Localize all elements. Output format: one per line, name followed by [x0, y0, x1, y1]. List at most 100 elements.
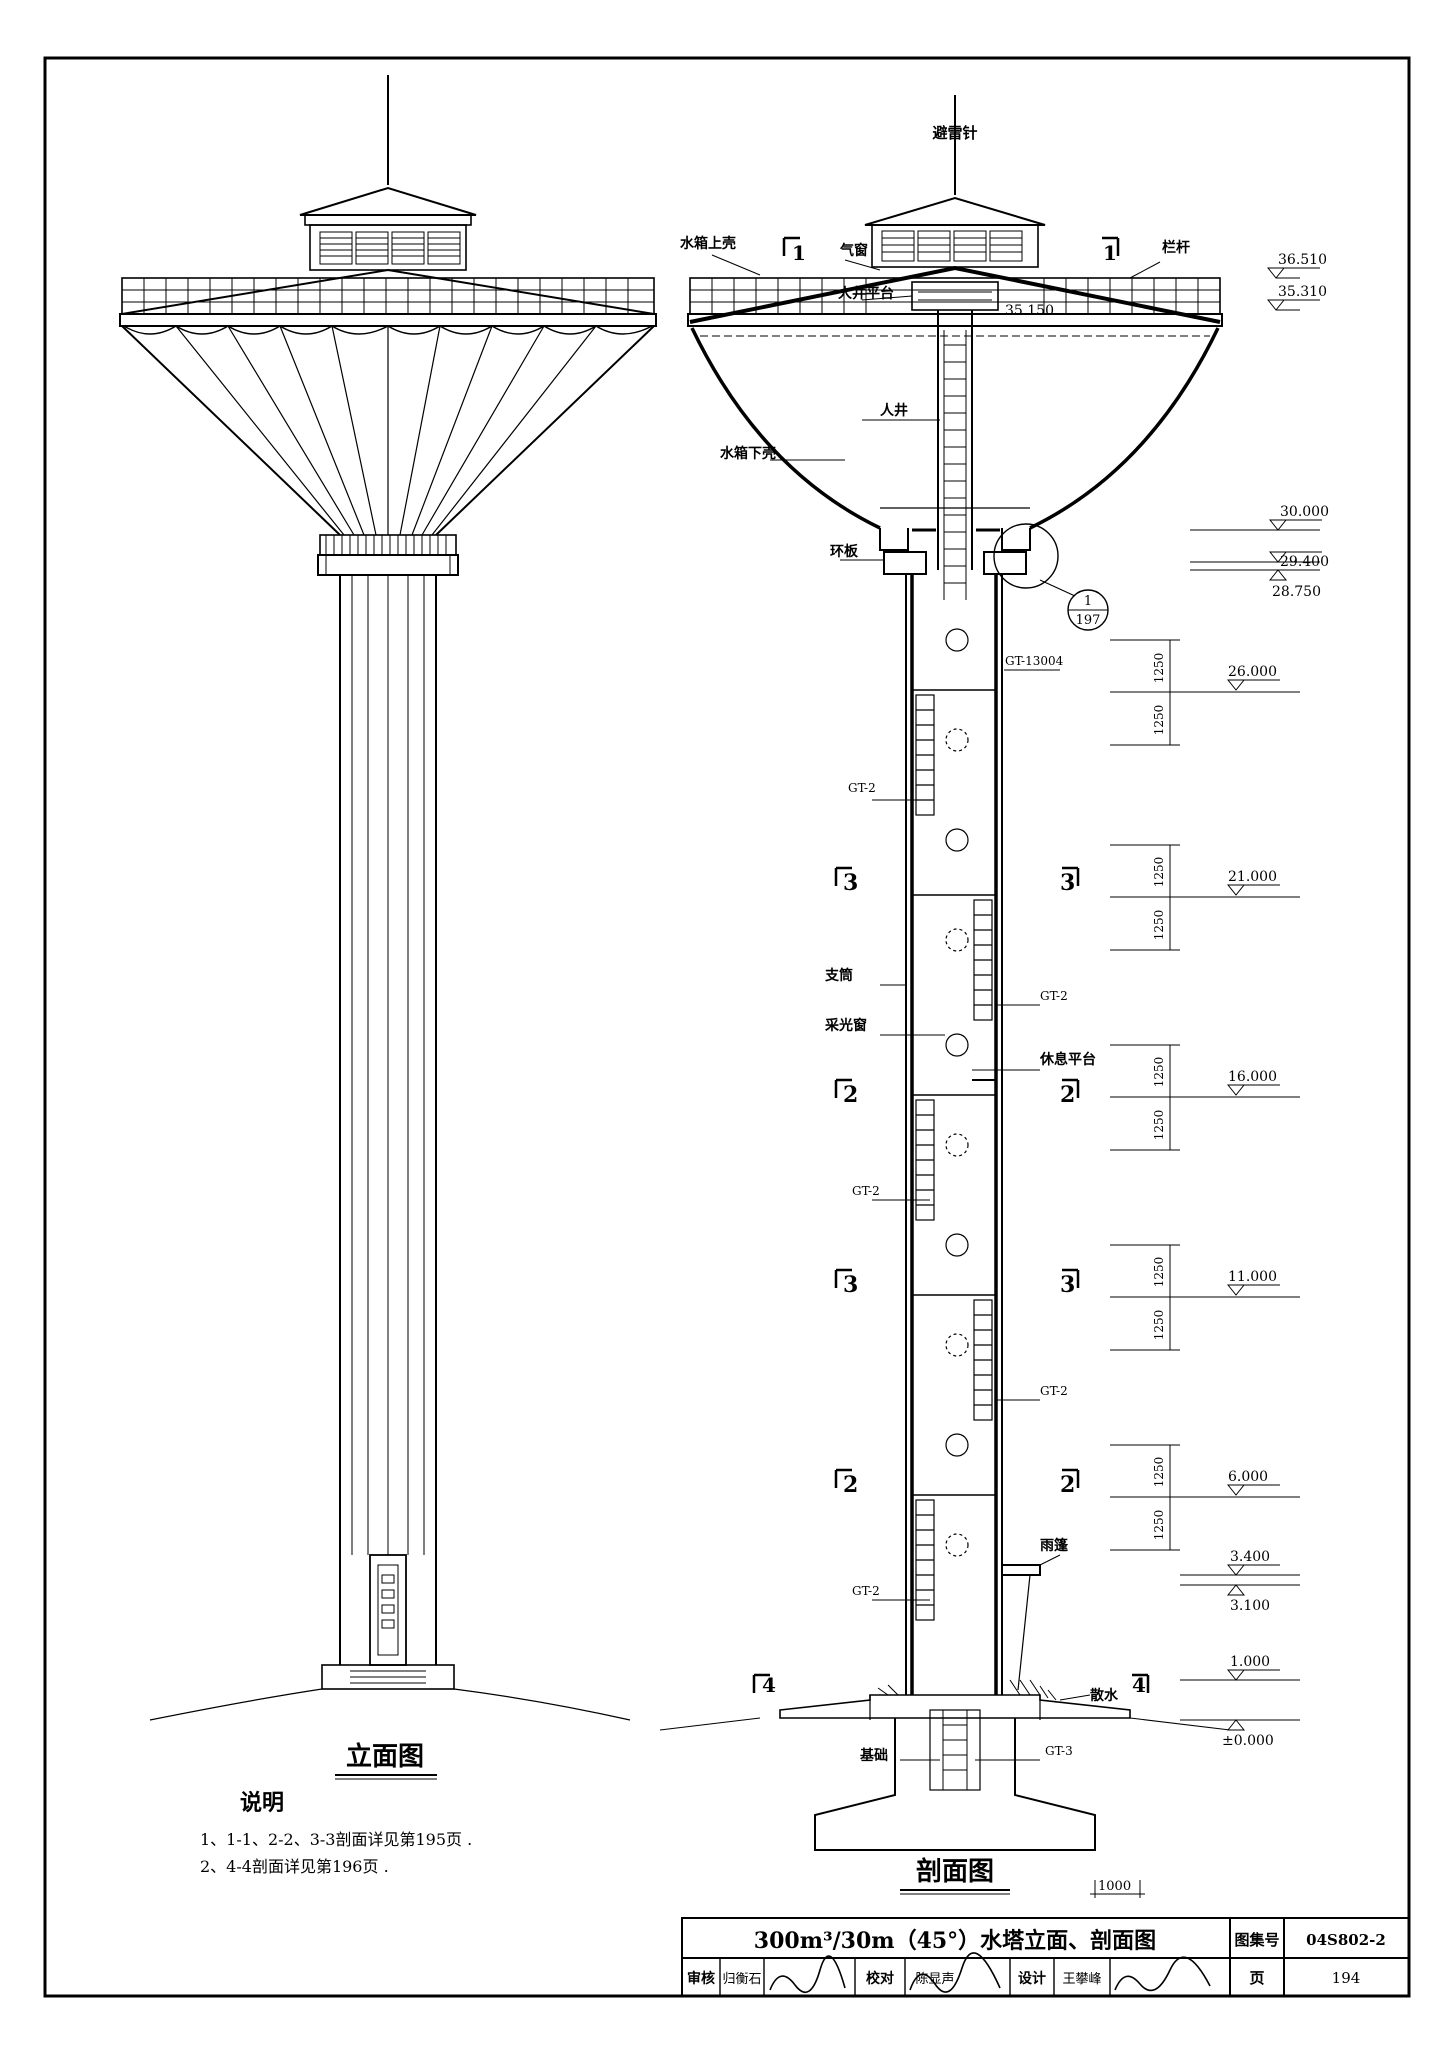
- ladder-gt2-c: GT-2: [852, 1184, 880, 1198]
- note-2: 2、4-4剖面详见第196页 .: [200, 1857, 389, 1876]
- level-36510: 36.510: [1278, 252, 1327, 268]
- cut-2a-left: 2: [843, 1082, 858, 1108]
- ladder-gt2-d: GT-2: [1040, 1384, 1068, 1398]
- cut-4-right: 4: [1132, 1673, 1146, 1697]
- label-tank-upper-shell: 水箱上壳: [680, 235, 736, 252]
- dim-6: 1250: [1152, 1110, 1166, 1141]
- lower-cone: [121, 325, 655, 536]
- cut-2b-right: 2: [1060, 1472, 1075, 1498]
- lantern-louvers: [319, 231, 461, 265]
- title-block: [681, 1917, 1410, 1997]
- atlas-number: 04S802-2: [1306, 1931, 1386, 1949]
- level-texts: 36.510 35.310 30.000 29.400 28.750 26.00…: [1222, 252, 1329, 1749]
- detail-reference: 1 197: [1039, 579, 1109, 631]
- scale-bar: [1090, 1880, 1145, 1898]
- label-ring-plate: 环板: [830, 543, 859, 560]
- note-1: 1、1-1、2-2、3-3剖面详见第195页 .: [200, 1830, 472, 1849]
- section-labels: 避雷针 水箱上壳 气窗 栏杆 人井平台 人井 水箱下壳 环板 支筒 采光窗 休息…: [680, 124, 1190, 1764]
- atlas-label: 图集号: [1234, 1931, 1279, 1949]
- label-manhole-platform: 人井平台: [838, 285, 894, 302]
- label-vent-window: 气窗: [839, 242, 868, 259]
- level-3100: 3.100: [1230, 1598, 1270, 1614]
- level-16000: 16.000: [1228, 1069, 1277, 1085]
- cut-1-right: 1: [1103, 241, 1117, 265]
- railing: [121, 277, 655, 315]
- ladder-gt2-e: GT-2: [852, 1584, 880, 1598]
- level-6000: 6.000: [1228, 1469, 1268, 1485]
- dim-4: 1250: [1152, 910, 1166, 941]
- ring-plate-elev: [317, 554, 459, 576]
- label-tank-lower-shell: 水箱下壳: [720, 445, 776, 462]
- label-foundation: 基础: [860, 1747, 888, 1764]
- signatures: [769, 1952, 1211, 1994]
- label-lighting-window: 采光窗: [824, 1017, 867, 1034]
- detail-num: 1: [1084, 594, 1092, 609]
- cut-1-left: 1: [792, 241, 806, 265]
- elevation-view: [119, 75, 657, 1721]
- signature-checker: [909, 1952, 1001, 1993]
- cut-marks: [752, 236, 1150, 1693]
- level-29400: 29.400: [1280, 554, 1329, 570]
- signature-designer: [1114, 1956, 1211, 1992]
- base-steps: [321, 1664, 455, 1690]
- ladder-gt2-a: GT-2: [848, 781, 876, 795]
- dim-2: 1250: [1152, 705, 1166, 736]
- cut-3a-right: 3: [1060, 870, 1075, 896]
- level-1000: 1.000: [1230, 1654, 1270, 1670]
- leader-lines: [711, 254, 1161, 1761]
- label-lightning-rod: 避雷针: [932, 124, 977, 142]
- level-marks: [1180, 267, 1322, 1731]
- dim-8: 1250: [1152, 1310, 1166, 1341]
- design-label: 设计: [1018, 1970, 1046, 1987]
- ladder-gt2-b: GT-2: [1040, 989, 1068, 1003]
- cut-2b-left: 2: [843, 1472, 858, 1498]
- door: [369, 1554, 407, 1666]
- cut-2a-right: 2: [1060, 1082, 1075, 1108]
- apron-hatch: [877, 1679, 1057, 1701]
- level-21000: 21.000: [1228, 869, 1277, 885]
- designer-name: 王攀峰: [1062, 1972, 1101, 1987]
- inner-level: 35.150: [1005, 303, 1054, 319]
- roof-eave: [304, 214, 472, 226]
- cut-3a-left: 3: [843, 870, 858, 896]
- dim-3: 1250: [1152, 857, 1166, 888]
- cut-4-left: 4: [762, 1673, 776, 1697]
- reviewer-name: 归衡石: [722, 1972, 761, 1987]
- level-28750: 28.750: [1272, 584, 1321, 600]
- section-view: [659, 95, 1231, 1851]
- upper-shell: [121, 268, 655, 315]
- label-rest-platform: 休息平台: [1039, 1051, 1096, 1068]
- dim-7: 1250: [1152, 1257, 1166, 1288]
- ladder-bottom: GT-3: [1045, 1744, 1073, 1758]
- sheet-border: [43, 56, 1411, 1998]
- dim-10: 1250: [1152, 1510, 1166, 1541]
- dimension-lines: [1110, 639, 1180, 1551]
- review-label: 审核: [687, 1970, 715, 1987]
- scale-bar-label: 1000: [1098, 1879, 1131, 1894]
- label-apron: 散水: [1090, 1687, 1119, 1704]
- shaft: [339, 575, 437, 1555]
- dimension-texts: 1250 1250 1250 1250 1250 1250 1250 1250 …: [1152, 653, 1166, 1541]
- drawing-title: 300m³/30m（45°）水塔立面、剖面图: [754, 1928, 1156, 1954]
- cut-3b-left: 3: [843, 1272, 858, 1298]
- dim-1: 1250: [1152, 653, 1166, 684]
- label-railing: 栏杆: [1162, 239, 1190, 256]
- dim-9: 1250: [1152, 1457, 1166, 1488]
- ground-line: [149, 1688, 631, 1721]
- section-caption: 剖面图: [916, 1856, 994, 1887]
- detail-page: 197: [1076, 613, 1101, 628]
- signature-reviewer: [769, 1955, 846, 1994]
- roof: [299, 186, 477, 216]
- notes-title: 说明: [240, 1790, 284, 1816]
- ladder-codes: GT-13004 GT-2 GT-2 GT-2 GT-2 GT-2 GT-3: [848, 654, 1073, 1758]
- check-label: 校对: [866, 1970, 894, 1987]
- level-0: ±0.000: [1222, 1733, 1274, 1749]
- level-35310: 35.310: [1278, 284, 1327, 300]
- label-support-tube: 支筒: [824, 967, 853, 984]
- level-11000: 11.000: [1228, 1269, 1277, 1285]
- cut-mark-labels: 1 1 3 3 2 2 3 3 2 2 4 4: [762, 241, 1146, 1697]
- elevation-caption: 立面图: [346, 1741, 424, 1772]
- label-manhole: 人井: [880, 402, 908, 419]
- label-canopy: 雨篷: [1040, 1537, 1069, 1554]
